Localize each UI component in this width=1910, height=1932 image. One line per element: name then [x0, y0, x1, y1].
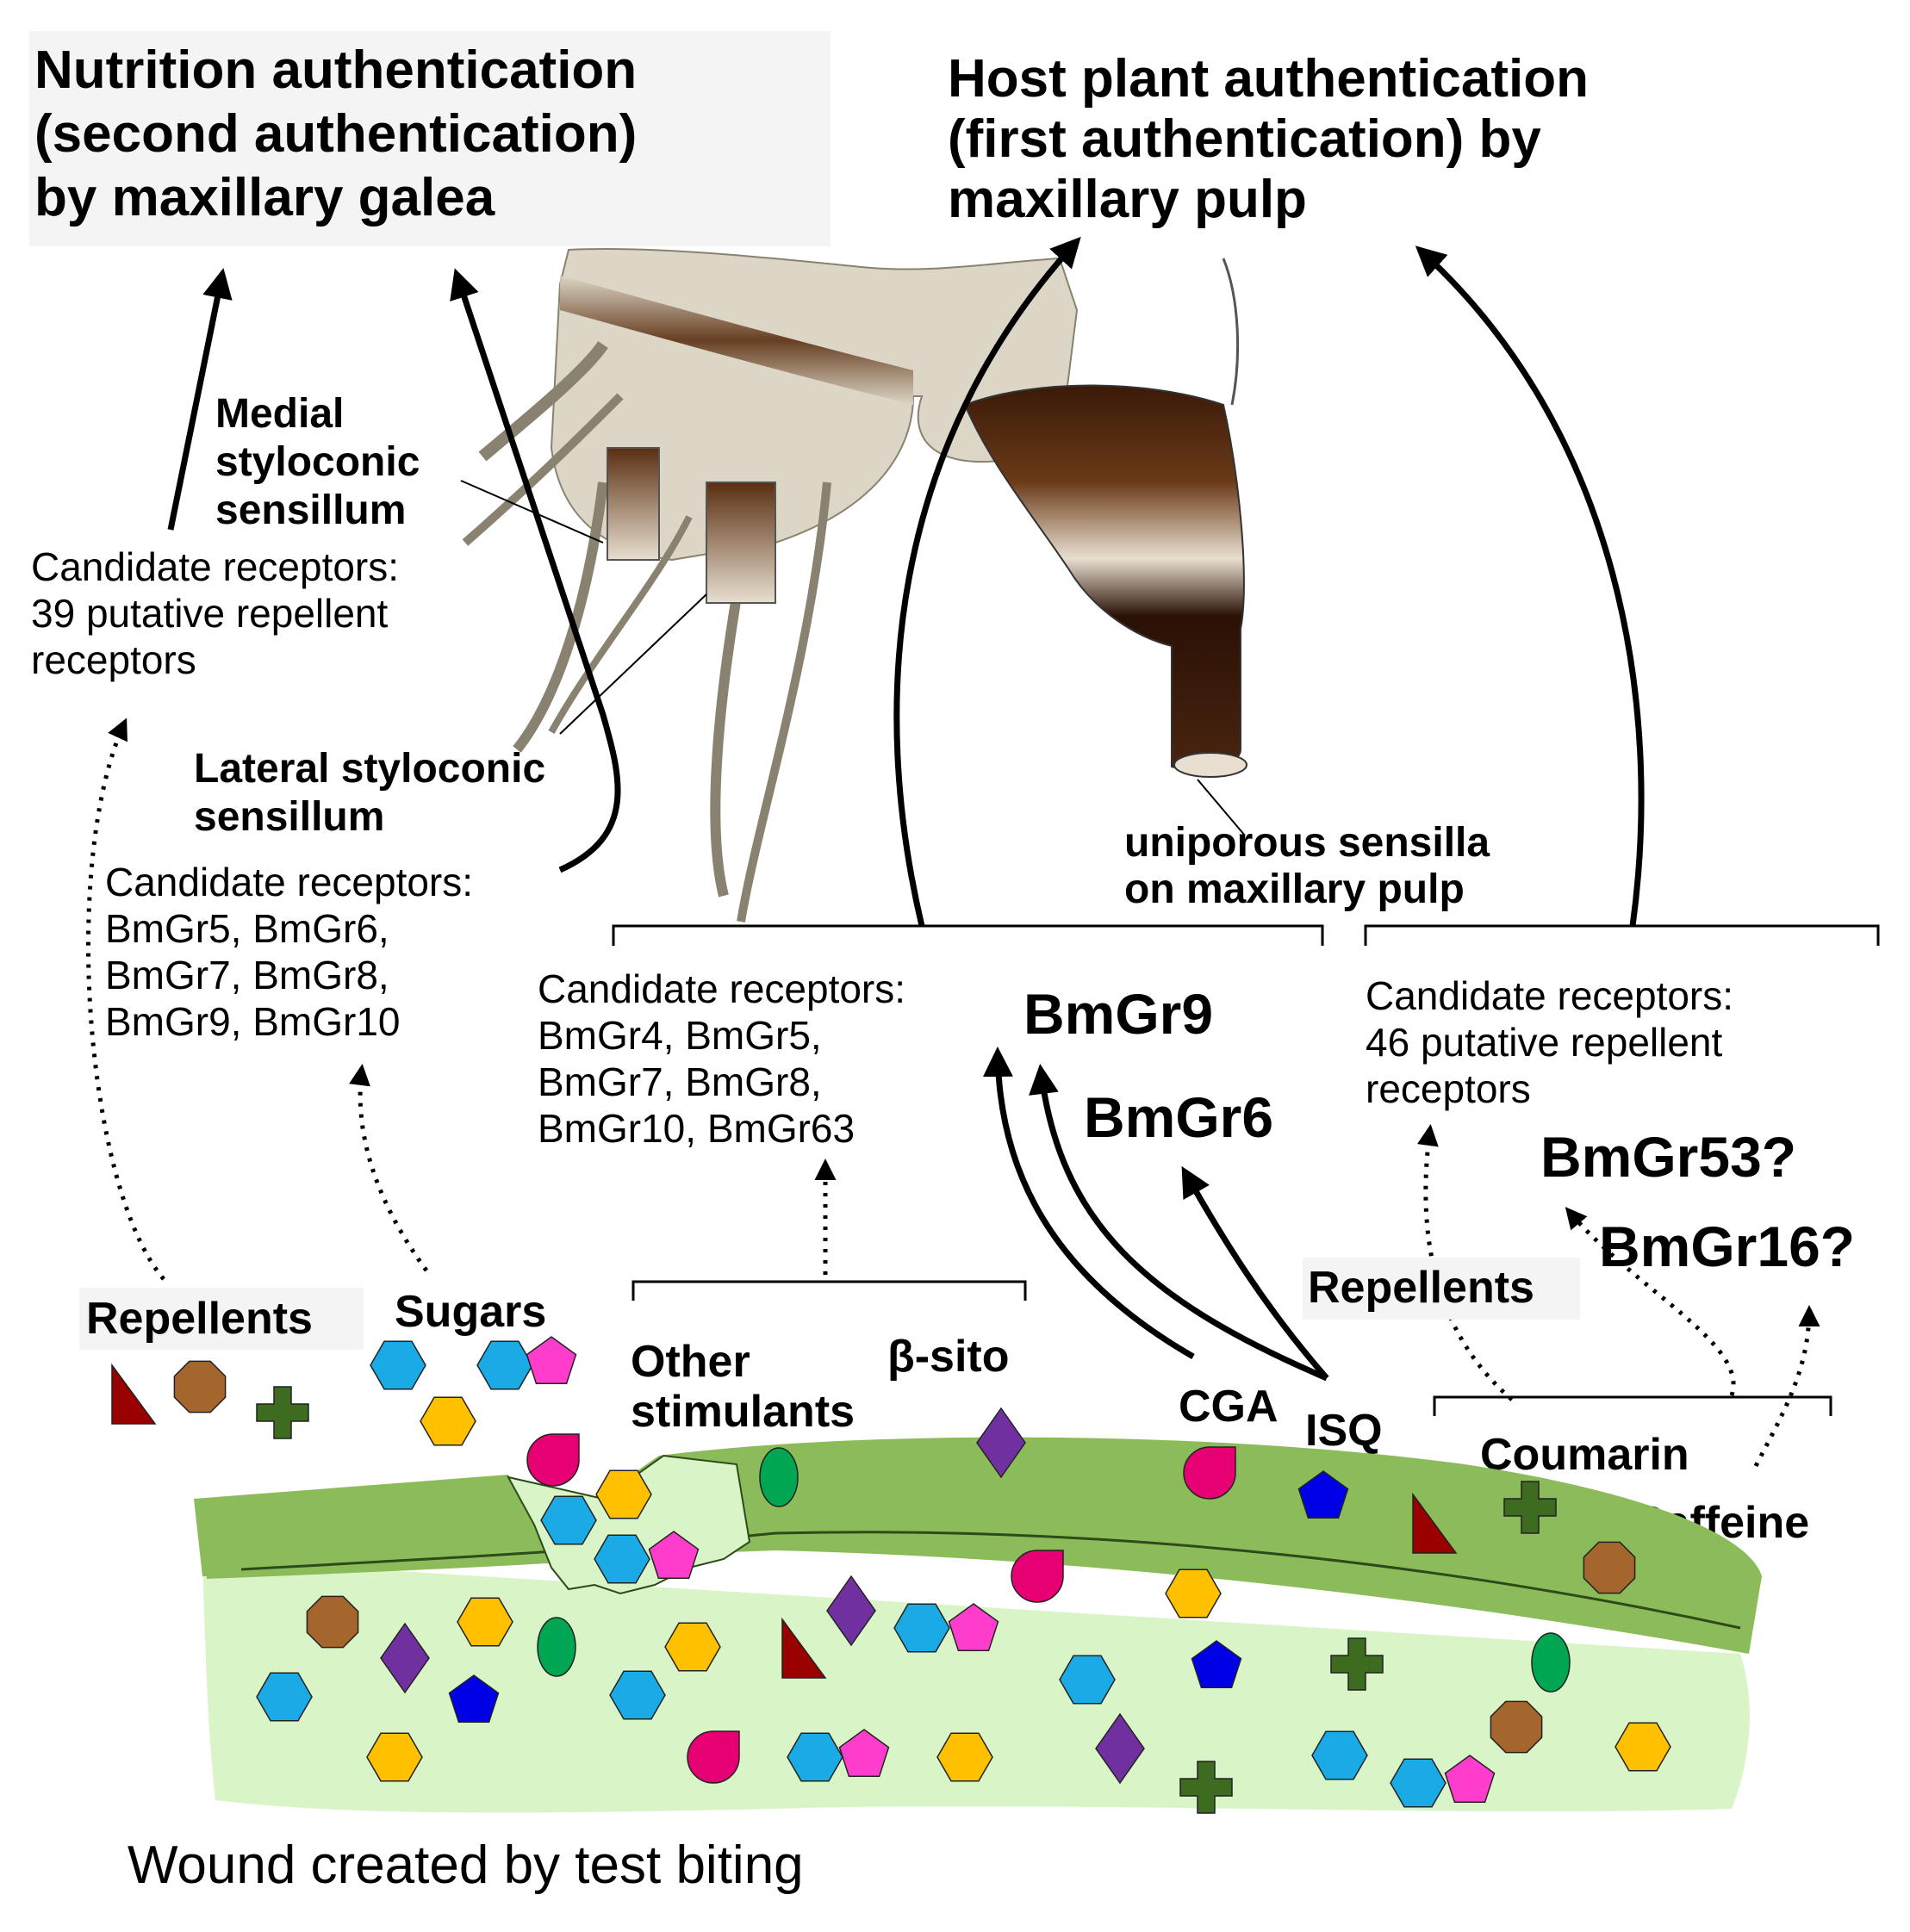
cga-label: CGA [1179, 1382, 1279, 1432]
hexagon-icon [893, 1603, 950, 1653]
cross-icon [1503, 1481, 1557, 1534]
gene-bmgr9: BmGr9 [1023, 982, 1213, 1046]
pentagon-icon [1297, 1470, 1349, 1519]
hexagon-icon [420, 1396, 476, 1446]
hexagon-icon [609, 1670, 666, 1720]
hexagon-icon [595, 1469, 652, 1519]
teardrop-icon [1011, 1550, 1064, 1603]
pentagon-icon [948, 1603, 999, 1652]
maxilla-illustration [462, 248, 1247, 923]
dotted-arrows [86, 718, 1820, 1468]
hexagon-icon [787, 1732, 843, 1782]
cross-icon [256, 1386, 309, 1439]
brackets [612, 924, 1880, 1416]
pentagon-icon [448, 1674, 500, 1724]
oval-icon [537, 1617, 576, 1677]
octagon-icon [1490, 1700, 1543, 1754]
triangle-icon [111, 1363, 157, 1425]
isq-label: ISQ [1305, 1406, 1383, 1456]
coumarin-label: Coumarin [1480, 1430, 1689, 1480]
triangle-icon [1412, 1492, 1458, 1554]
repellents-right-label: Repellents [1308, 1263, 1534, 1313]
pentagon-icon [648, 1531, 700, 1580]
beta-sito-label: β-sito [887, 1332, 1010, 1382]
medial-styloconic-stub [607, 447, 660, 561]
lateral-candidate-receptors: Candidate receptors: BmGr5, BmGr6, BmGr7… [105, 860, 484, 1044]
other-stimulants-label: Other stimulants [631, 1337, 855, 1437]
medial-candidate-receptors: Candidate receptors: 39 putative repelle… [31, 544, 410, 682]
repellents-left-label: Repellents [86, 1294, 313, 1344]
pentagon-icon [526, 1336, 577, 1385]
teardrop-icon [1183, 1446, 1236, 1500]
triangle-icon [781, 1617, 827, 1679]
maxillary-pulp [963, 384, 1245, 771]
hexagon-icon [1165, 1569, 1222, 1618]
molecule-glyphs [111, 1336, 1671, 1814]
hexagon-icon [457, 1597, 513, 1647]
hexagon-icon [1311, 1730, 1368, 1780]
diamond-icon [826, 1575, 876, 1647]
oval-icon [1531, 1632, 1571, 1693]
hexagon-icon [540, 1495, 597, 1545]
leaf-epidermis [194, 1437, 1762, 1654]
hexagon-icon [366, 1732, 423, 1782]
teardrop-icon [526, 1433, 580, 1487]
oval-icon [759, 1447, 799, 1507]
gene-bmgr6: BmGr6 [1084, 1085, 1273, 1149]
octagon-icon [1583, 1541, 1636, 1594]
pulp-stimulant-candidate-receptors: Candidate receptors: BmGr4, BmGr5, BmGr7… [538, 966, 917, 1151]
teardrop-icon [687, 1730, 740, 1784]
medial-sensillum-label: Medial styloconic sensillum [215, 391, 432, 533]
repellents-left-box [79, 1288, 364, 1350]
uniporous-sensilla-label: uniporous sensilla on maxillary pulp [1124, 820, 1501, 912]
hexagon-icon [256, 1672, 313, 1722]
nutrition-title: Nutrition authentication (second authent… [34, 40, 652, 227]
sugars-label: Sugars [395, 1287, 546, 1337]
lateral-styloconic-stub [706, 481, 776, 604]
pulp-tip [1173, 752, 1247, 778]
solid-arrows [167, 236, 1645, 1382]
nutrition-title-box [29, 31, 831, 246]
wound-label: Wound created by test biting [128, 1836, 804, 1895]
pulp-repellent-candidate-receptors: Candidate receptors: 46 putative repelle… [1366, 973, 1745, 1111]
octagon-icon [306, 1595, 359, 1649]
cross-icon [1330, 1637, 1384, 1691]
repellents-right-box [1303, 1258, 1580, 1320]
hexagon-icon [1390, 1758, 1446, 1808]
diamond-icon [380, 1622, 430, 1694]
hexagon-icon [664, 1622, 721, 1672]
pentagon-icon [1444, 1755, 1496, 1804]
hexagon-icon [476, 1340, 533, 1390]
gene-bmgr53: BmGr53? [1540, 1125, 1796, 1189]
hexagon-icon [370, 1340, 426, 1390]
hexagon-icon [936, 1732, 993, 1782]
pentagon-icon [1191, 1640, 1242, 1689]
hexagon-icon [1059, 1655, 1116, 1705]
lateral-sensillum-label: Lateral styloconic sensillum [194, 746, 557, 840]
host-title: Host plant authentication (first authent… [948, 49, 1603, 229]
gene-bmgr16: BmGr16? [1599, 1214, 1855, 1278]
hexagon-icon [594, 1534, 650, 1584]
diamond-icon [976, 1407, 1026, 1479]
octagon-icon [173, 1360, 227, 1413]
hexagon-icon [1614, 1722, 1671, 1772]
diamond-icon [1095, 1712, 1145, 1785]
pentagon-icon [838, 1729, 890, 1778]
cross-icon [1179, 1761, 1233, 1814]
